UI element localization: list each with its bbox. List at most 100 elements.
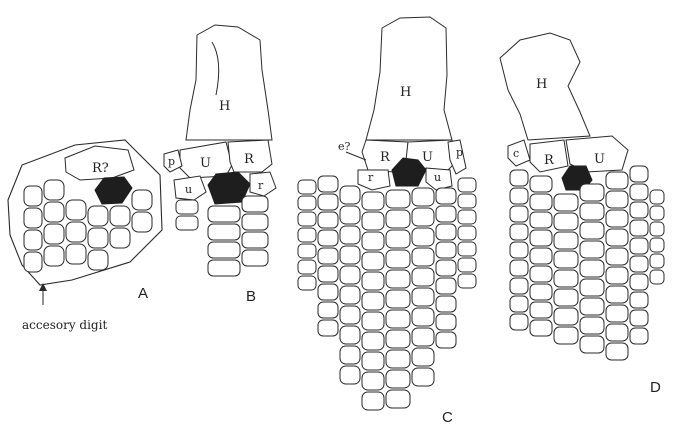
panel-d-digit-6-bone — [630, 184, 648, 200]
panel-b-digit-2-bone — [208, 242, 240, 258]
panel-d-digit-4-bone — [580, 336, 604, 353]
panel-a-digit-4-bone — [88, 228, 108, 248]
panel-d-digit-3-bone — [554, 213, 578, 230]
panel-b-digit-1-bone — [176, 216, 198, 230]
panel-c-digit-3-bone — [340, 366, 360, 384]
panel-c-digit-7-bone — [436, 224, 456, 240]
panel-c-digit-2-bone — [318, 176, 338, 192]
panel-c-digit-2-bone — [318, 248, 338, 264]
panel-d-digit-2-bone — [530, 266, 552, 282]
panel-c-digit-4-bone — [362, 212, 384, 230]
panel-a-digit-1-bone — [24, 208, 42, 228]
panel-c-digit-6-bone — [412, 308, 434, 326]
panel-d-digit-2-bone — [530, 248, 552, 264]
panel-a-digit-2-bone — [44, 246, 64, 266]
panel-d-digit-6-bone — [630, 166, 648, 182]
panel-c-digit-8-bone — [458, 242, 476, 256]
panel-c-digit-6-bone — [412, 248, 434, 266]
panel-d-radius-label: R — [544, 153, 555, 168]
panel-c-digit-5-bone — [386, 190, 410, 208]
panel-d-digit-1-bone — [510, 242, 528, 258]
panel-d-digit-3-bone — [554, 194, 578, 211]
panel-d-digit-4-bone — [580, 203, 604, 220]
panel-c-ulnare-label: u — [434, 171, 441, 184]
panel-c-digit-2-bone — [318, 230, 338, 246]
panel-c-digit-5-bone — [386, 230, 410, 248]
panel-b-letter: B — [246, 288, 256, 305]
panel-d-digit-5-bone — [606, 172, 628, 189]
panel-c-digit-1-bone — [298, 228, 316, 242]
panel-a-digit-5-bone — [110, 228, 130, 248]
panel-c-digit-7-bone — [436, 278, 456, 294]
panel-c-digit-5-bone — [386, 250, 410, 268]
panel-d-digit-5-bone — [606, 305, 628, 322]
panel-c-digit-2-bone — [318, 266, 338, 282]
panel-c-digit-7-bone — [436, 314, 456, 330]
panel-c-digit-3-bone — [340, 286, 360, 304]
panel-c-digit-7-bone — [436, 260, 456, 276]
panel-b-digit-2-bone — [208, 260, 240, 276]
panel-c-digit-5-bone — [386, 390, 410, 408]
panel-c-digit-8-bone — [458, 178, 476, 192]
panel-c-digit-3-bone — [340, 206, 360, 224]
panel-a-digit-6-bone — [132, 212, 152, 232]
panel-b-humerus-label: H — [219, 99, 230, 114]
panel-d-digit-6-bone — [630, 328, 648, 344]
panel-c-digit-3-bone — [340, 326, 360, 344]
panel-c-pisiform-label: p — [456, 146, 463, 159]
panel-a-digit-2-bone — [44, 202, 64, 222]
panel-d-digit-3-bone — [554, 327, 578, 344]
panel-d-digit-6-bone — [630, 202, 648, 218]
panel-c-digit-8-bone — [458, 226, 476, 240]
panel-c-digit-4-bone — [362, 352, 384, 370]
panel-a-letter: A — [138, 285, 148, 302]
panel-c-digit-7-bone — [436, 332, 456, 348]
panel-c-digit-3-bone — [340, 246, 360, 264]
panel-d-digit-4-bone — [580, 184, 604, 201]
panel-c-digit-3-bone — [340, 226, 360, 244]
panel-c-digit-3-bone — [340, 346, 360, 364]
panel-d-digit-4-bone — [580, 241, 604, 258]
panel-d-digit-6-bone — [630, 310, 648, 326]
panel-c-digit-5-bone — [386, 210, 410, 228]
panel-c-digit-7-bone — [436, 206, 456, 222]
panel-b-digit-1-bone — [176, 200, 198, 214]
panel-d-digit-6-bone — [630, 256, 648, 272]
panel-d-digit-2-bone — [530, 176, 552, 192]
panel-c-digit-6-bone — [412, 328, 434, 346]
panel-d-digit-2-bone — [530, 230, 552, 246]
panel-c-digit-8-bone — [458, 258, 476, 272]
panel-c-humerus-label: H — [400, 85, 411, 100]
panel-c-digit-5-bone — [386, 270, 410, 288]
panel-d-digit-7-bone — [650, 206, 664, 220]
panel-d-digit-7-bone — [650, 270, 664, 284]
panel-d-digit-5-bone — [606, 286, 628, 303]
panel-c-digit-4-bone — [362, 332, 384, 350]
panel-b-digit-3-bone — [242, 196, 268, 212]
panel-c-digit-3-bone — [340, 306, 360, 324]
panel-d-digit-2-bone — [530, 194, 552, 210]
panel-c: H R U p e? r u C — [298, 17, 476, 426]
panel-c-digit-4-bone — [362, 192, 384, 210]
panel-d-digit-1-bone — [510, 170, 528, 186]
panel-a-digit-6-bone — [132, 190, 152, 210]
panel-d-digit-5-bone — [606, 267, 628, 284]
panel-c-digit-2-bone — [318, 194, 338, 210]
panel-c-digit-1-bone — [298, 212, 316, 226]
panel-c-digit-8-bone — [458, 210, 476, 224]
panel-d-digit-2-bone — [530, 284, 552, 300]
panel-b-ulnare-label: u — [185, 183, 192, 196]
panel-a-digit-1-bone — [24, 252, 42, 272]
panel-d-digit-7-bone — [650, 238, 664, 252]
panel-a-radiale-label: R? — [92, 161, 109, 176]
panel-c-digit-6-bone — [412, 228, 434, 246]
panel-d-cells — [510, 166, 664, 360]
panel-c-digit-2-bone — [318, 320, 338, 336]
panel-c-digit-2-bone — [318, 284, 338, 300]
panel-c-radiale — [358, 170, 390, 190]
panel-b-digit-3-bone — [242, 250, 268, 266]
panel-c-digit-3-bone — [340, 266, 360, 284]
panel-d-digit-4-bone — [580, 222, 604, 239]
panel-c-digit-3-bone — [340, 186, 360, 204]
